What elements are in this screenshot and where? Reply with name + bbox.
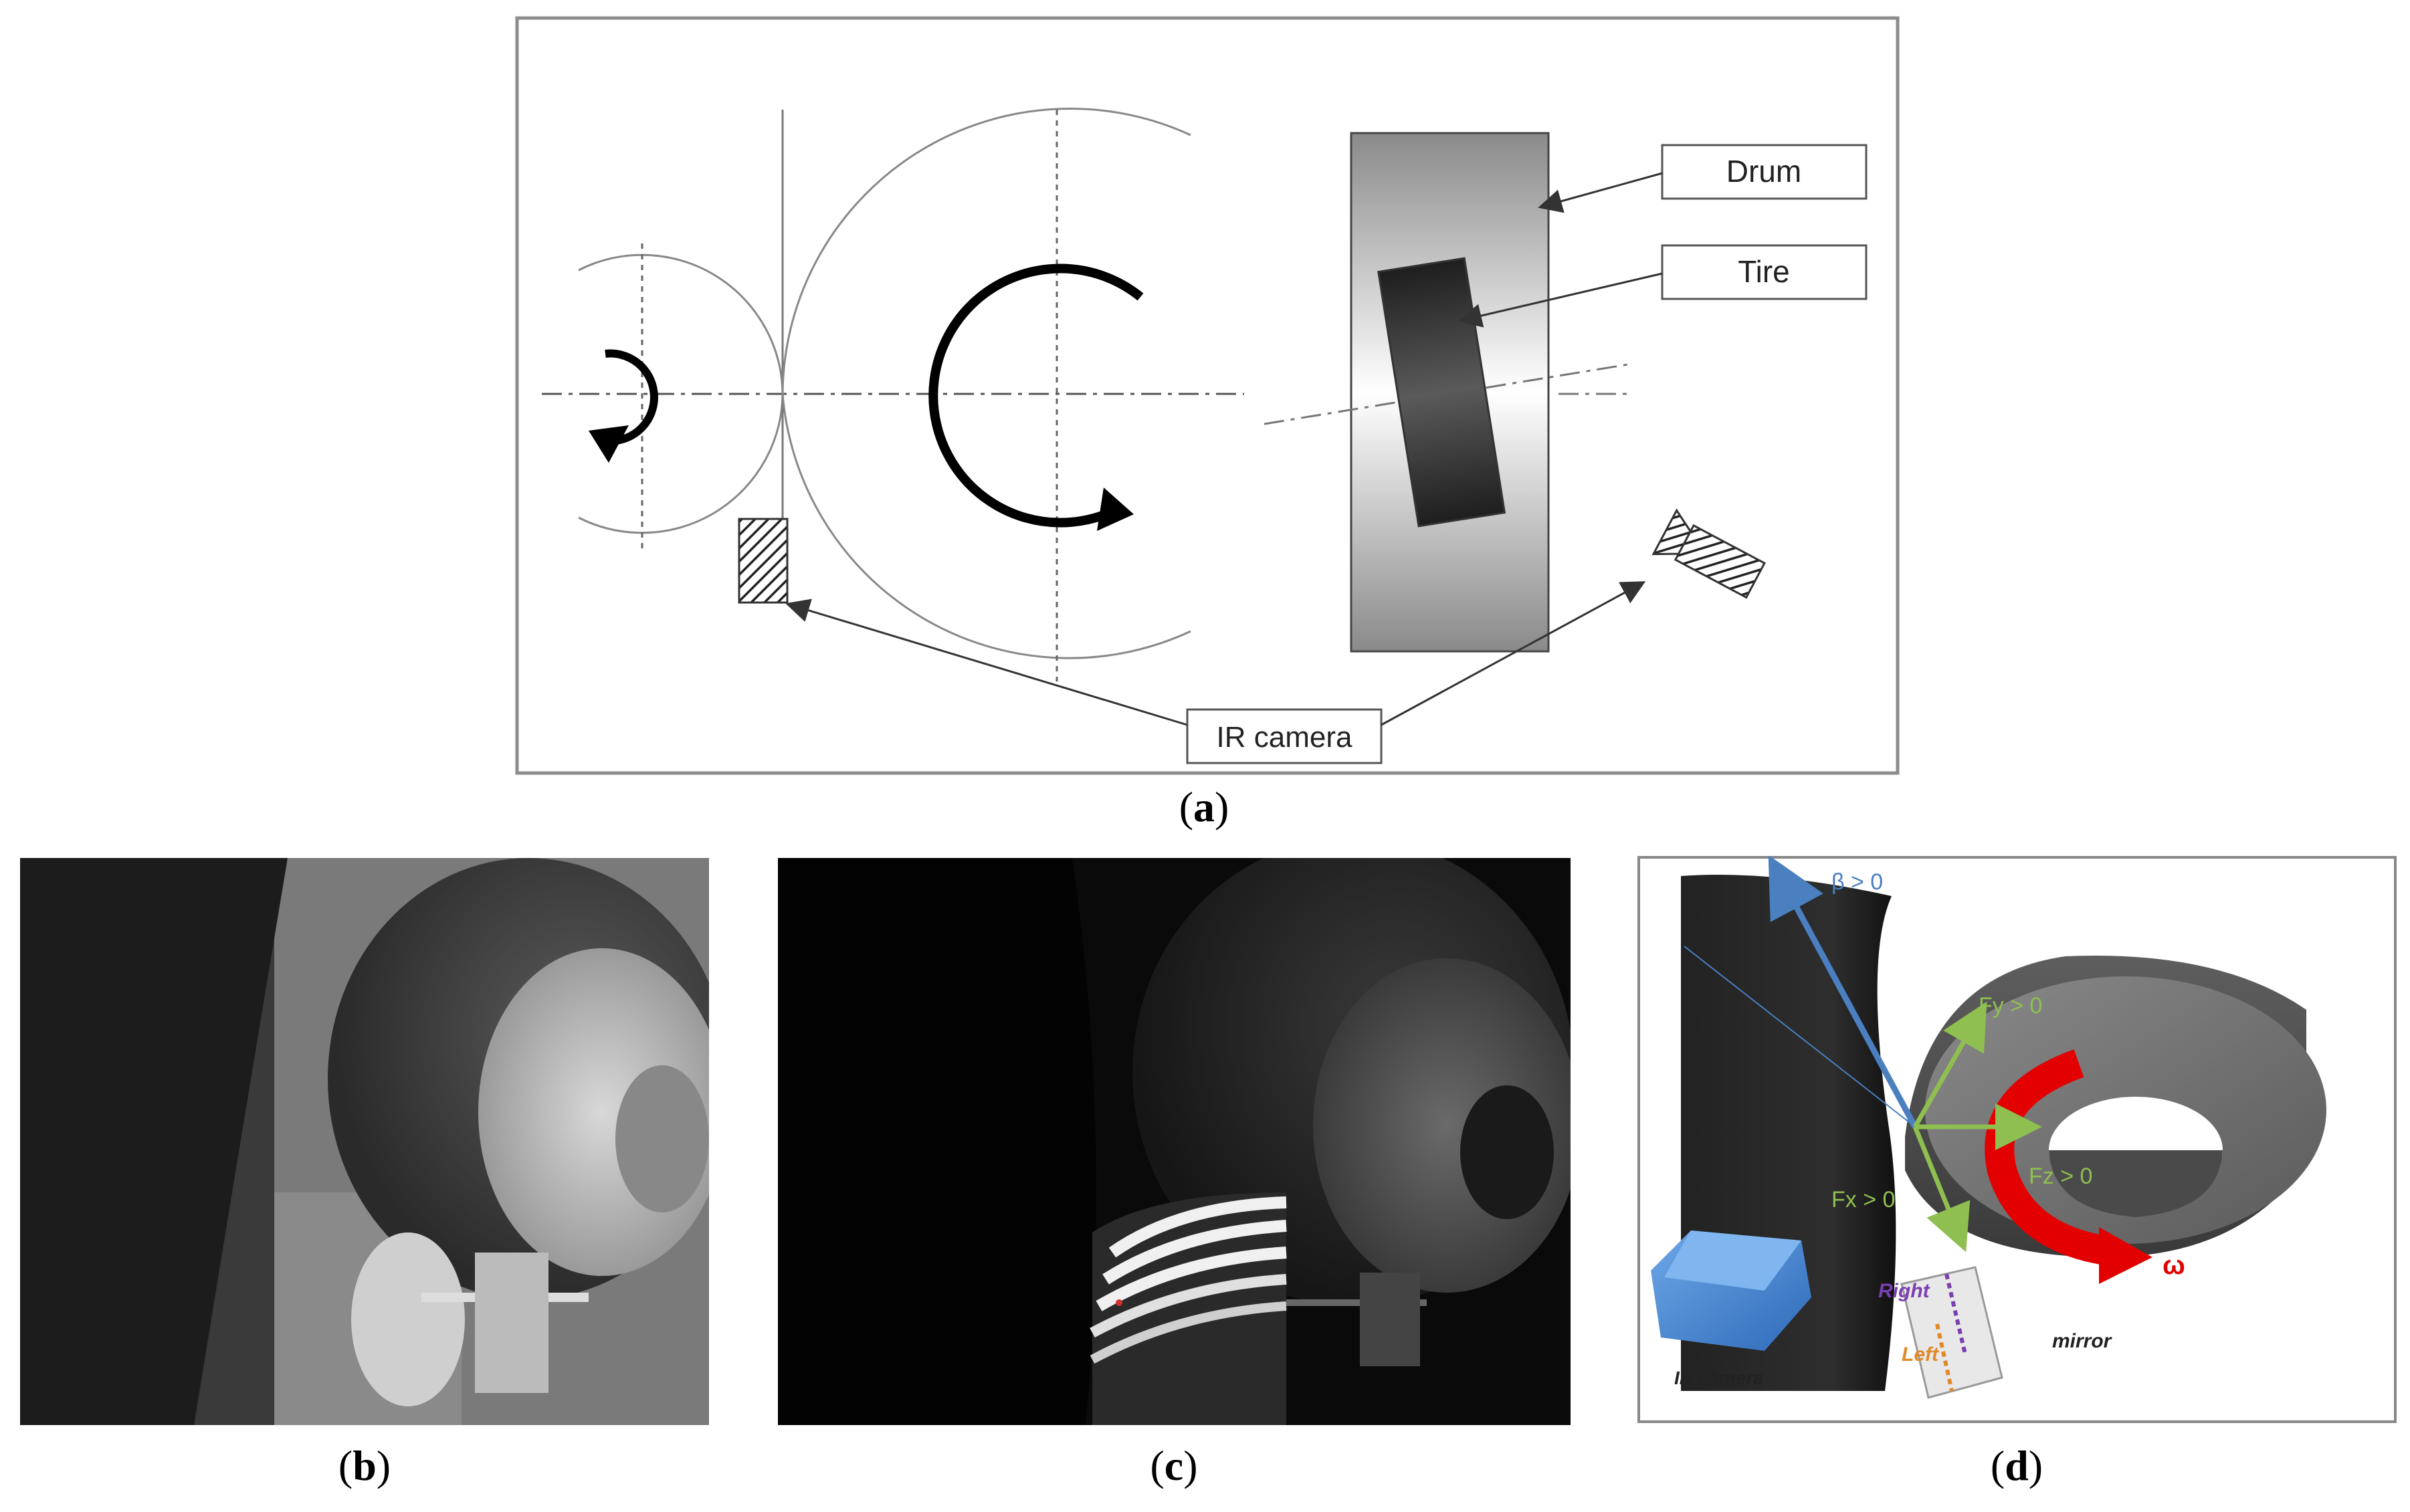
big-rotation-arrow	[928, 263, 1144, 528]
photo-b-drum	[20, 858, 288, 1425]
fy-label: Fy > 0	[1979, 993, 2042, 1018]
schematic-canvas: Drum Tire IR camera	[515, 16, 1900, 775]
caption-c: (c)	[1150, 1442, 1198, 1489]
ir-camera-label: IR camera	[1217, 721, 1352, 754]
fy-arrow	[1912, 1001, 1987, 1128]
panel-b-ir-photo	[20, 858, 709, 1425]
tire-axis-line	[1264, 362, 1633, 425]
photo-b-reflection	[351, 1232, 465, 1406]
small-rotation-arrowhead	[589, 425, 629, 463]
ir-photo-c	[778, 858, 1571, 1425]
schematic-frame	[515, 16, 1900, 775]
tire-label: Tire	[1738, 254, 1790, 289]
ir-leader-right	[1381, 581, 1646, 726]
ir-camera-3d	[1651, 1230, 1811, 1351]
panel-c-ir-photo	[778, 858, 1571, 1425]
omega-label: ω	[2163, 1251, 2185, 1280]
drum-circle-side	[781, 108, 1191, 659]
photo-c-rod	[1286, 1299, 1427, 1306]
tire-leader	[1458, 272, 1663, 328]
drum-leader	[1538, 172, 1663, 213]
photo-c-hub	[1460, 1085, 1554, 1219]
mirror-3d	[1900, 1266, 2003, 1399]
caption-a: (a)	[1179, 783, 1229, 831]
caption-b: (b)	[338, 1442, 391, 1489]
photo-c-mirror	[1360, 1273, 1420, 1366]
beta-thin-line	[1684, 946, 1916, 1127]
small-rotation-arrow	[605, 349, 658, 445]
tire-label-box	[1661, 244, 1868, 300]
panel-a-schematic: Drum Tire IR camera	[515, 16, 1900, 775]
drum-label: Drum	[1726, 154, 1801, 189]
ir-camera-left-shape	[738, 518, 789, 604]
fz-label: Fz > 0	[2029, 1164, 2092, 1189]
left-label: Left	[1902, 1343, 1940, 1366]
ir-camera-right-shape	[1651, 508, 1766, 599]
caption-d: (d)	[1990, 1442, 2043, 1489]
photo-c-bright-stripes	[1090, 1192, 1287, 1425]
photo-c-drum	[778, 858, 1096, 1425]
ir-photo-b	[20, 858, 709, 1425]
force-diagram-canvas: ω β > 0 Fy > 0 Fz > 0 Fx > 0 IR camera R…	[1637, 856, 2397, 1423]
beta-label: β > 0	[1831, 869, 1883, 895]
drum-label-box	[1661, 144, 1868, 200]
ir-camera-label-d: IR camera	[1674, 1368, 1764, 1388]
beta-arrow	[1768, 856, 1918, 1129]
photo-b-mirror	[475, 1253, 548, 1393]
big-rotation-arrowhead	[1097, 488, 1134, 531]
panel-d-force-diagram: ω β > 0 Fy > 0 Fz > 0 Fx > 0 IR camera R…	[1637, 856, 2397, 1423]
mirror-label: mirror	[2052, 1330, 2113, 1352]
omega-arrow	[1985, 1049, 2108, 1265]
ir-leader-left	[785, 599, 1188, 726]
fx-arrow	[1912, 1125, 1971, 1253]
photo-c-marker	[1116, 1299, 1122, 1306]
right-label: Right	[1878, 1280, 1931, 1302]
fx-label: Fx > 0	[1831, 1187, 1895, 1212]
omega-arrowhead	[2099, 1227, 2152, 1284]
photo-b-hub	[615, 1065, 709, 1212]
ir-camera-label-box	[1186, 708, 1383, 764]
